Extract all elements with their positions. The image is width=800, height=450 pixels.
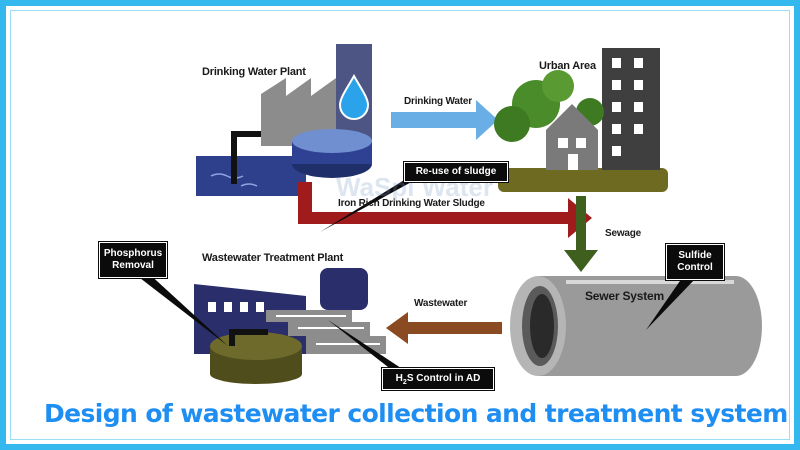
phosphorus-removal-line1: Phosphorus bbox=[103, 248, 163, 259]
sewer-pipe-body bbox=[538, 276, 762, 376]
sulfide-control-callout: Sulfide Control bbox=[666, 244, 724, 280]
sewer-system-label: Sewer System bbox=[585, 289, 664, 303]
process-diagram bbox=[131, 44, 762, 384]
h2s-control-prefix: H bbox=[395, 373, 403, 384]
sewer-pipe bbox=[510, 276, 762, 376]
phosphorus-callout-pointer bbox=[131, 271, 228, 346]
factory-building bbox=[261, 78, 336, 146]
water-ripple bbox=[210, 173, 258, 187]
sewage-arrow bbox=[564, 196, 598, 272]
wwtp-tower bbox=[320, 268, 368, 310]
sewage-label: Sewage bbox=[605, 228, 642, 239]
source-water-body bbox=[196, 156, 306, 196]
urban-area-label: Urban Area bbox=[539, 60, 596, 72]
urban-area bbox=[494, 48, 668, 192]
drinking-water-plant bbox=[196, 44, 372, 196]
h2s-callout-pointer bbox=[328, 320, 416, 378]
wastewater-treatment-plant-label: Wastewater Treatment Plant bbox=[202, 252, 344, 264]
sewer-pipe-interior bbox=[530, 294, 554, 358]
house-window bbox=[576, 138, 586, 148]
drinking-water-plant-label: Drinking Water Plant bbox=[202, 66, 306, 78]
house bbox=[546, 104, 598, 170]
image-frame-inner-border bbox=[10, 10, 790, 440]
wwtp-windows bbox=[208, 302, 264, 312]
h2s-control-suffix: S Control in AD bbox=[406, 373, 481, 384]
water-drop-icon bbox=[338, 73, 370, 120]
reuse-of-sludge-callout: Re-use of sludge bbox=[404, 162, 508, 182]
phosphorus-removal-line2: Removal bbox=[112, 260, 154, 271]
sulfide-control-line2: Control bbox=[677, 262, 713, 273]
sulfide-callout-pointer bbox=[646, 278, 696, 330]
reuse-callout-pointer bbox=[320, 174, 426, 232]
tree-canopy bbox=[494, 106, 530, 142]
office-windows bbox=[612, 58, 643, 156]
sludge-arrow bbox=[298, 182, 592, 238]
h2s-control-callout: H2S Control in AD bbox=[382, 368, 494, 390]
house-door bbox=[568, 154, 578, 170]
urban-ground bbox=[498, 168, 668, 192]
phosphorus-removal-callout: Phosphorus Removal bbox=[99, 242, 167, 278]
house-window bbox=[558, 138, 568, 148]
iron-rich-sludge-label: Iron Rich Drinking Water Sludge bbox=[338, 198, 485, 209]
digester-bottom bbox=[210, 364, 302, 384]
digester-top bbox=[210, 332, 302, 360]
clarifier-highlights bbox=[276, 315, 380, 345]
wastewater-arrow bbox=[386, 312, 502, 344]
diagram-caption: Design of wastewater collection and trea… bbox=[44, 399, 788, 428]
reuse-of-sludge-text: Re-use of sludge bbox=[415, 166, 497, 177]
h2s-control-subscript: 2 bbox=[402, 379, 407, 386]
sulfide-control-line1: Sulfide bbox=[678, 250, 712, 261]
wastewater-label: Wastewater bbox=[414, 298, 468, 309]
digester-pipe bbox=[229, 329, 268, 346]
treatment-tank-top bbox=[292, 129, 372, 153]
wastewater-treatment-plant bbox=[194, 268, 386, 384]
drinking-water-label: Drinking Water bbox=[404, 96, 472, 107]
drinking-water-arrow bbox=[391, 100, 498, 140]
office-building bbox=[602, 48, 660, 170]
tree-canopy bbox=[542, 70, 574, 102]
